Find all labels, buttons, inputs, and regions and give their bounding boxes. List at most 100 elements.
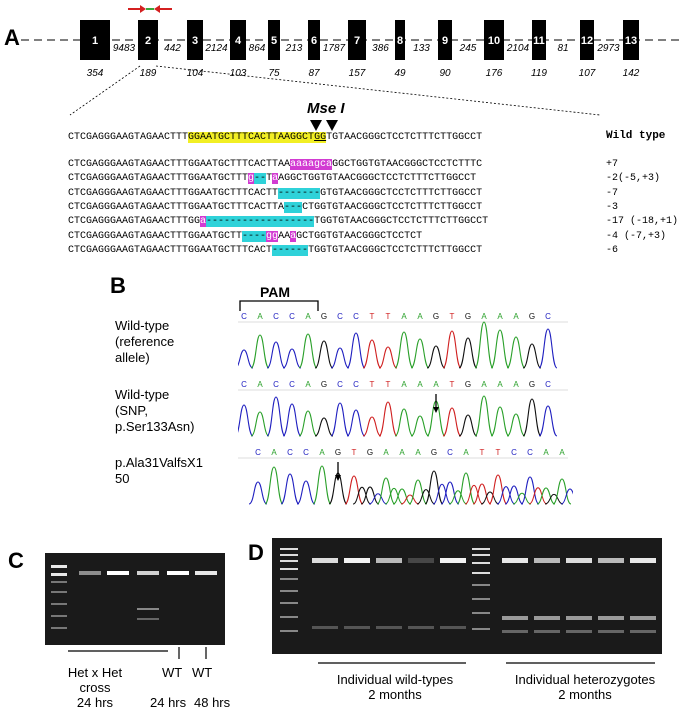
exon-2: 2 (138, 20, 158, 60)
trace-peak (400, 494, 420, 505)
trace-peak (426, 345, 446, 369)
base-call: G (529, 380, 535, 389)
base-call: G (335, 448, 341, 457)
trace-peak (282, 348, 302, 369)
ladder-band (280, 560, 298, 562)
gel-band (502, 558, 528, 563)
base-call: A (513, 380, 519, 389)
trace-peak (368, 493, 388, 505)
trace-peak (250, 411, 270, 437)
base-call: G (465, 312, 471, 321)
gel-band (598, 616, 624, 620)
trace-peak (352, 486, 372, 505)
ladder-band (51, 591, 67, 593)
trace-peak (330, 402, 350, 437)
gel-band (630, 558, 656, 563)
base-call: T (386, 380, 391, 389)
base-call: T (480, 448, 485, 457)
base-call: G (431, 448, 437, 457)
exon-length: 142 (623, 68, 640, 79)
ladder-band (472, 584, 490, 586)
trace-peak (266, 396, 286, 437)
mutant-sequence: CTCGAGGGAAGTAGAACTTTGGAATGCTTTCACTTA---C… (68, 201, 483, 213)
mutant-sequence: CTCGAGGGAAGTAGAACTTTGGa-----------------… (68, 216, 489, 228)
intron-length: 9483 (113, 43, 136, 54)
base-call: A (481, 380, 487, 389)
gel-band (534, 616, 560, 620)
base-call: G (321, 380, 327, 389)
trace-peak (416, 489, 436, 505)
wild-type-label: Wild type (606, 130, 666, 142)
base-call: C (287, 448, 293, 457)
exon-number: 2 (145, 35, 151, 47)
base-call: A (305, 380, 311, 389)
base-call: A (383, 448, 389, 457)
base-call: A (497, 380, 503, 389)
base-call: C (337, 380, 343, 389)
exon-1: 1 (80, 20, 110, 60)
base-call: A (463, 448, 469, 457)
zoom-line-right (155, 65, 601, 116)
exon-8: 8 (395, 20, 405, 60)
exon-number: 5 (271, 35, 277, 47)
gel-c-time2-label: 48 hrs (194, 695, 231, 710)
trace-peak (314, 340, 334, 369)
cut-arrow-1 (310, 120, 322, 131)
base-call: C (289, 312, 295, 321)
gel-d-wt-label: Individual wild-types 2 months (336, 672, 454, 702)
base-call: A (543, 448, 549, 457)
gel-band (195, 571, 217, 575)
ladder-band (472, 628, 490, 630)
trace-peak (458, 337, 478, 369)
mutant-sequence: CTCGAGGGAAGTAGAACTTTGGAATGCTTTCACT------… (68, 244, 483, 256)
trace-peak (522, 343, 542, 369)
exon-13: 13 (623, 20, 639, 60)
trace-peak (506, 336, 526, 369)
exon-number: 11 (533, 35, 545, 47)
gel-band (630, 616, 656, 620)
base-call: C (511, 448, 517, 457)
chromatogram-label: Wild-type (reference allele) (115, 318, 175, 365)
trace-peak (410, 415, 430, 437)
cut-arrow-2 (326, 120, 338, 131)
trace-peak (442, 407, 462, 437)
exon-number: 3 (192, 35, 198, 47)
intron-length: 2124 (204, 43, 228, 54)
mutant-sequence: CTCGAGGGAAGTAGAACTTTGGAATGCTT----ggAAaGC… (68, 230, 423, 242)
base-call: C (303, 448, 309, 457)
trace-peak (488, 474, 508, 505)
trace-peak (298, 333, 318, 369)
base-call: A (399, 448, 405, 457)
base-call: A (417, 312, 423, 321)
base-call: T (450, 380, 455, 389)
exon-number: 7 (354, 35, 360, 47)
exon-length: 75 (268, 68, 280, 79)
trace-peak (410, 338, 430, 369)
trace-peak (312, 465, 332, 505)
base-call: A (257, 312, 263, 321)
trace-peak (376, 477, 396, 505)
ladder-band (280, 630, 298, 632)
exon-length: 354 (87, 68, 104, 79)
gel-band (376, 558, 402, 563)
exon-length: 119 (531, 68, 547, 79)
mse-i-cut-marks (310, 120, 338, 131)
mutant-sequence: CTCGAGGGAAGTAGAACTTTGGAATGCTTTg--TaAGGCT… (68, 173, 477, 185)
base-call: A (497, 312, 503, 321)
base-call: C (337, 312, 343, 321)
wt-sequence: CTCGAGGGAAGTAGAACTTTGGAATGCTTTCACTTAAGGC… (68, 132, 483, 143)
trace-peak (346, 332, 366, 369)
trace-peak (528, 487, 548, 505)
trace-peak (264, 466, 284, 505)
trace-peak (442, 330, 462, 369)
ladder-band (472, 562, 490, 564)
intron-length: 245 (459, 43, 477, 54)
gel-band (408, 558, 434, 563)
mutation-annotation: -7 (606, 187, 619, 199)
base-call: A (559, 448, 565, 457)
base-call: G (529, 312, 535, 321)
exon-number: 12 (581, 35, 593, 47)
base-call: C (447, 448, 453, 457)
base-call: A (417, 380, 423, 389)
